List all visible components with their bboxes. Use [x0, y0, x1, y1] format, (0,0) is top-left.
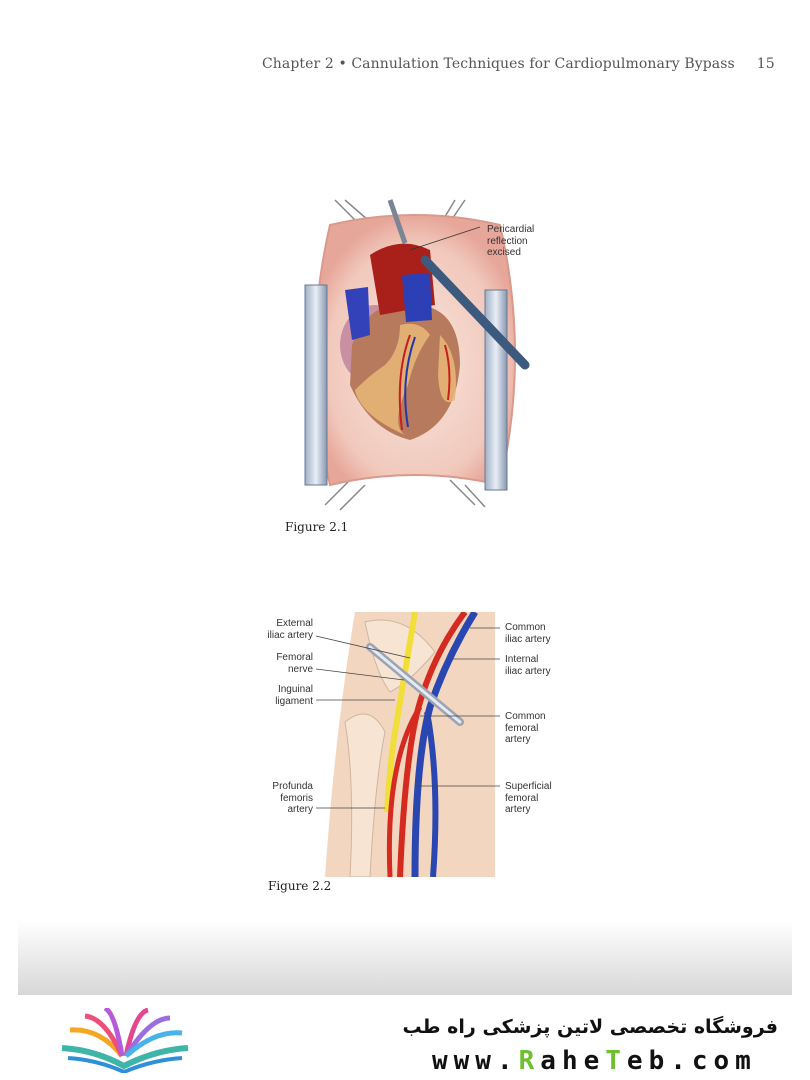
label-inguinal-ligament: Inguinal ligament	[275, 684, 313, 707]
figure-2-1-caption: Figure 2.1	[285, 520, 349, 534]
label-common-iliac: Common iliac artery	[505, 622, 551, 645]
page-shadow	[18, 920, 792, 995]
label-common-femoral: Common femoral artery	[505, 711, 546, 745]
figure-2-1-illustration	[290, 195, 540, 515]
running-head: Chapter 2 • Cannulation Techniques for C…	[262, 56, 775, 72]
label-superficial-femoral: Superficial femoral artery	[505, 781, 552, 815]
shop-url[interactable]: www.RaheTeb.com	[432, 1046, 757, 1076]
page-number: 15	[756, 56, 775, 72]
label-profunda-femoris: Profunda femoris artery	[272, 781, 313, 815]
label-internal-iliac: Internal iliac artery	[505, 654, 551, 677]
figure-2-2-illustration	[315, 612, 495, 877]
book-logo-icon	[60, 1005, 190, 1077]
chapter-title: Chapter 2 • Cannulation Techniques for C…	[262, 56, 735, 72]
figure-2-2-caption: Figure 2.2	[268, 879, 332, 893]
shop-name-persian: فروشگاه تخصصی لاتین پزشکی راه طب	[402, 1016, 778, 1038]
label-femoral-nerve: Femoral nerve	[276, 652, 313, 675]
label-pericardial-reflection: Pericardial reflection excised	[487, 224, 535, 258]
label-external-iliac: External iliac artery	[267, 618, 313, 641]
